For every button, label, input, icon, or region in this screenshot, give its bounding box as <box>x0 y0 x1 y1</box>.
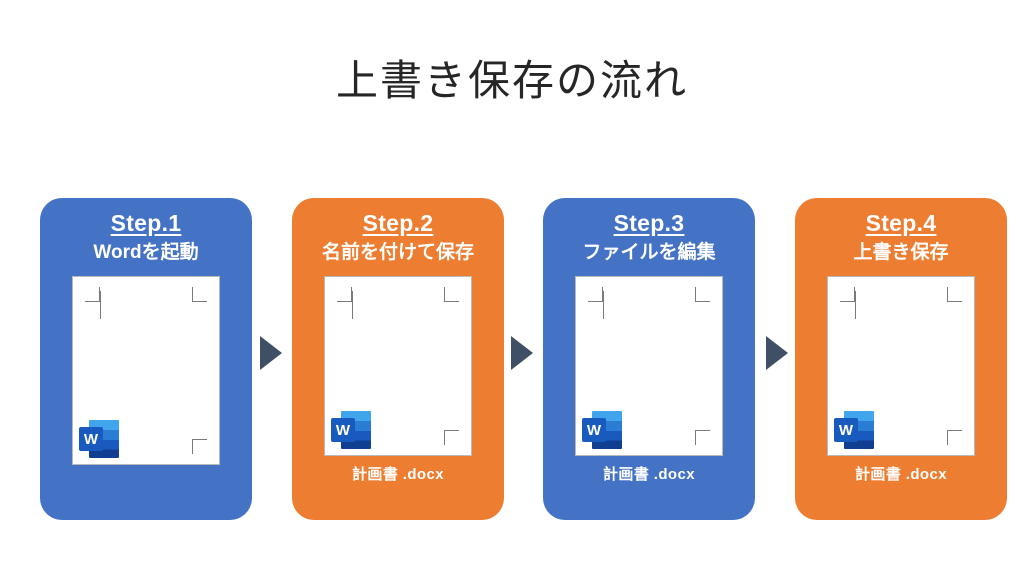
step-card-1-description: Wordを起動 <box>93 242 199 264</box>
page-corner-top-right-icon <box>947 287 962 303</box>
document-page-4: W <box>827 276 975 457</box>
file-name-label-2: 計画書 .docx <box>352 466 444 484</box>
word-icon-letter: W <box>838 421 854 439</box>
page-corner-top-right-icon <box>444 287 459 303</box>
word-icon-letter-tile: W <box>582 418 606 443</box>
step-card-2[interactable]: Step.2 名前を付けて保存 W 計画書 .docx <box>292 198 504 520</box>
step-card-1[interactable]: Step.1 Wordを起動 W <box>40 198 252 520</box>
word-icon-letter-tile: W <box>834 418 858 443</box>
page-corner-bottom-right-icon <box>947 430 962 446</box>
page-corner-top-left-icon <box>588 287 603 303</box>
document-page-2: W <box>324 276 472 457</box>
step-card-4[interactable]: Step.4 上書き保存 W 計画書 .docx <box>795 198 1007 520</box>
word-icon-letter-tile: W <box>331 418 355 443</box>
word-app-icon: W <box>331 411 371 450</box>
text-cursor-icon <box>352 291 353 320</box>
step-card-4-description: 上書き保存 <box>853 242 949 264</box>
step-card-2-step-label: Step.2 <box>362 210 434 236</box>
word-app-icon: W <box>834 411 874 450</box>
word-icon-letter: W <box>586 421 602 439</box>
step-card-4-step-label: Step.4 <box>865 210 937 236</box>
page-corner-top-left-icon <box>337 287 352 303</box>
page-title: 上書き保存の流れ <box>335 57 688 104</box>
word-icon-letter: W <box>83 430 99 448</box>
arrow-step2-to-step3-icon <box>511 336 533 370</box>
page-corner-top-left-icon <box>85 287 100 303</box>
arrow-step1-to-step2-icon <box>260 336 282 370</box>
step-card-2-description: 名前を付けて保存 <box>321 242 474 264</box>
step-card-3-step-label: Step.3 <box>613 210 685 236</box>
arrow-step3-to-step4-icon <box>766 336 788 370</box>
document-page-1: W <box>72 276 220 466</box>
step-card-1-step-label: Step.1 <box>110 210 182 236</box>
text-cursor-icon <box>603 291 604 320</box>
file-name-label-3: 計画書 .docx <box>603 466 695 484</box>
word-app-icon: W <box>582 411 622 450</box>
page-corner-bottom-right-icon <box>695 430 710 446</box>
word-icon-letter-tile: W <box>79 427 103 452</box>
text-cursor-icon <box>855 291 856 320</box>
page-corner-top-right-icon <box>695 287 710 303</box>
page-corner-top-right-icon <box>192 287 207 303</box>
page-corner-bottom-right-icon <box>192 439 207 455</box>
file-name-label-4: 計画書 .docx <box>855 466 947 484</box>
document-page-3: W <box>575 276 723 457</box>
word-icon-letter: W <box>335 421 351 439</box>
page-corner-bottom-right-icon <box>444 430 459 446</box>
page-corner-top-left-icon <box>840 287 855 303</box>
word-app-icon: W <box>79 420 119 459</box>
step-card-3-description: ファイルを編集 <box>582 242 716 264</box>
flow-diagram: Step.1 Wordを起動 W Step.2 名前を付けて保存 <box>0 198 1024 528</box>
step-card-3[interactable]: Step.3 ファイルを編集 W 計画書 .docx <box>543 198 755 520</box>
text-cursor-icon <box>100 291 101 320</box>
